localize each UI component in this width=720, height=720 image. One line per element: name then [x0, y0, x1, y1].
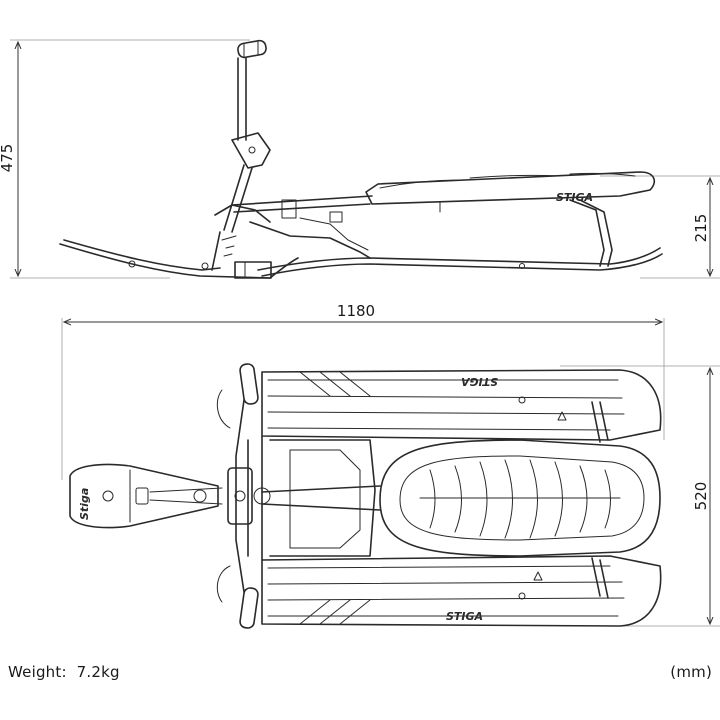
ski-logo: Stiga: [78, 488, 91, 520]
weight-value: 7.2kg: [76, 663, 120, 681]
top-view: 1180 520 STIGA STIGA: [61, 302, 720, 629]
seat-height-dimension-label: 215: [692, 214, 710, 243]
units-label: (mm): [670, 663, 712, 681]
bottom-runner-logo: STIGA: [446, 610, 483, 623]
height-dimension-label: 475: [0, 144, 16, 173]
weight-spec: Weight: 7.2kg: [8, 663, 120, 681]
side-logo: STIGA: [556, 191, 593, 204]
length-dimension-label: 1180: [337, 302, 375, 320]
top-runner-logo: STIGA: [461, 375, 498, 388]
width-dimension-label: 520: [692, 482, 710, 511]
weight-label: Weight:: [8, 663, 67, 681]
side-view: 475 215 STIGA: [0, 39, 720, 279]
